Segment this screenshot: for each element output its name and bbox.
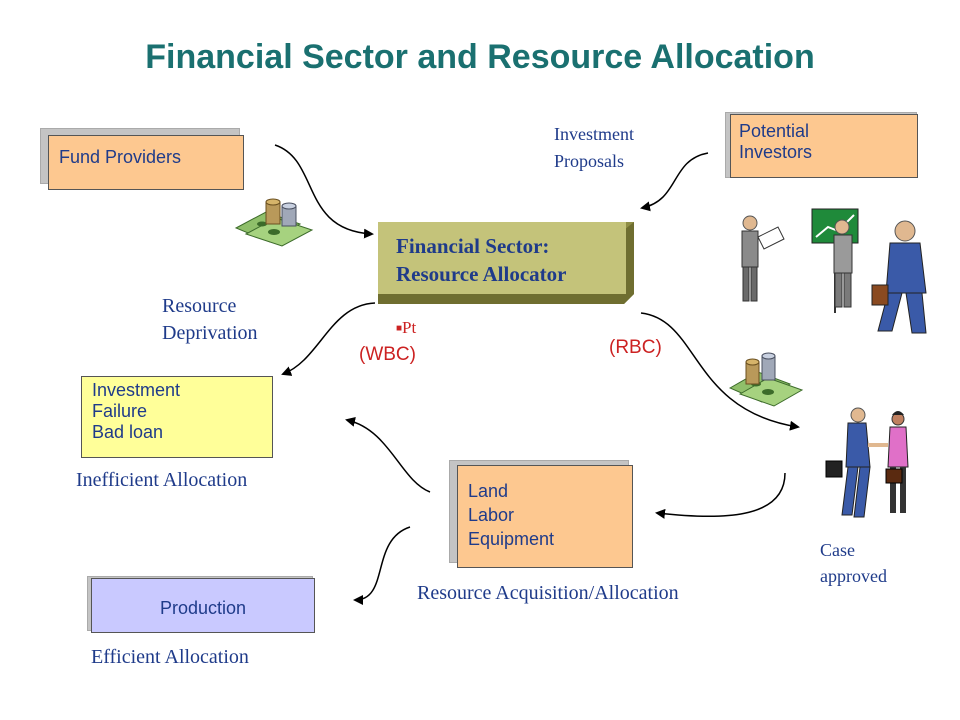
land-labor-equipment-box: Land Labor Equipment (457, 465, 633, 568)
case-approved-line2: approved (820, 566, 887, 586)
production-box: Production (91, 578, 315, 633)
labor-line: Labor (468, 505, 515, 525)
arrow-providers-to-sector (274, 144, 374, 239)
fund-providers-box: Fund Providers (48, 135, 244, 190)
man-handshake (825, 407, 871, 518)
resource-deprivation-line1: Resource (162, 295, 237, 317)
arrow-sector-to-deprivation (281, 302, 376, 376)
resource-deprivation-line2: Deprivation (162, 322, 258, 344)
page-title: Financial Sector and Resource Allocation (145, 38, 815, 76)
pt-label: ■Pt (396, 318, 416, 338)
production-label: Production (159, 598, 247, 618)
investment-proposals-line1: Investment (554, 124, 634, 144)
rbc-label: (RBC) (609, 337, 662, 358)
financial-sector-line2: Resource Allocator (396, 262, 567, 286)
arrow-case-to-land (655, 472, 786, 519)
financial-sector-line1: Financial Sector: (396, 234, 550, 258)
bullet-icon: ■ (396, 323, 403, 334)
money-stack-icon-2 (728, 352, 804, 407)
investment-failure-box: Investment Failure Bad loan (81, 376, 273, 458)
case-approved-line1: Case (820, 540, 855, 560)
woman-handshake (885, 411, 909, 513)
resource-acquisition-label: Resource Acquisition/Allocation (417, 582, 679, 604)
financial-sector-text: Financial Sector: Resource Allocator (396, 232, 566, 288)
handshake-people-icon (825, 407, 909, 518)
financial-sector-box (378, 222, 634, 304)
potential-investors-line1: Potential (739, 121, 810, 141)
potential-investors-box: Potential Investors (730, 114, 918, 178)
money-stack-icon (234, 198, 314, 247)
investment-failure-line2: Failure (92, 401, 148, 421)
arrow-sector-to-case (640, 312, 800, 431)
equipment-line: Equipment (468, 529, 555, 549)
case-approved-label: Case approved (820, 537, 887, 589)
businessman-person (871, 220, 927, 334)
efficient-allocation-label: Efficient Allocation (91, 646, 249, 668)
investors-people-icon (741, 208, 927, 334)
inefficient-allocation-label: Inefficient Allocation (76, 469, 248, 491)
investment-failure-line1: Investment (92, 380, 181, 400)
arrow-land-to-failure (345, 416, 431, 493)
potential-investors-line2: Investors (739, 142, 813, 162)
resource-deprivation-label: Resource Deprivation (162, 293, 258, 347)
land-line: Land (468, 481, 509, 501)
arrow-investors-to-sector (640, 152, 709, 212)
presenter-person (833, 219, 853, 308)
person-with-document (741, 215, 785, 302)
investment-proposals-label: Investment Proposals (554, 121, 634, 175)
wbc-label: (WBC) (359, 344, 416, 365)
investment-failure-line3: Bad loan (92, 422, 164, 442)
fund-providers-label: Fund Providers (59, 147, 182, 167)
pt-text: Pt (402, 318, 417, 337)
investment-proposals-line2: Proposals (554, 151, 625, 171)
arrow-land-to-production (353, 526, 411, 605)
